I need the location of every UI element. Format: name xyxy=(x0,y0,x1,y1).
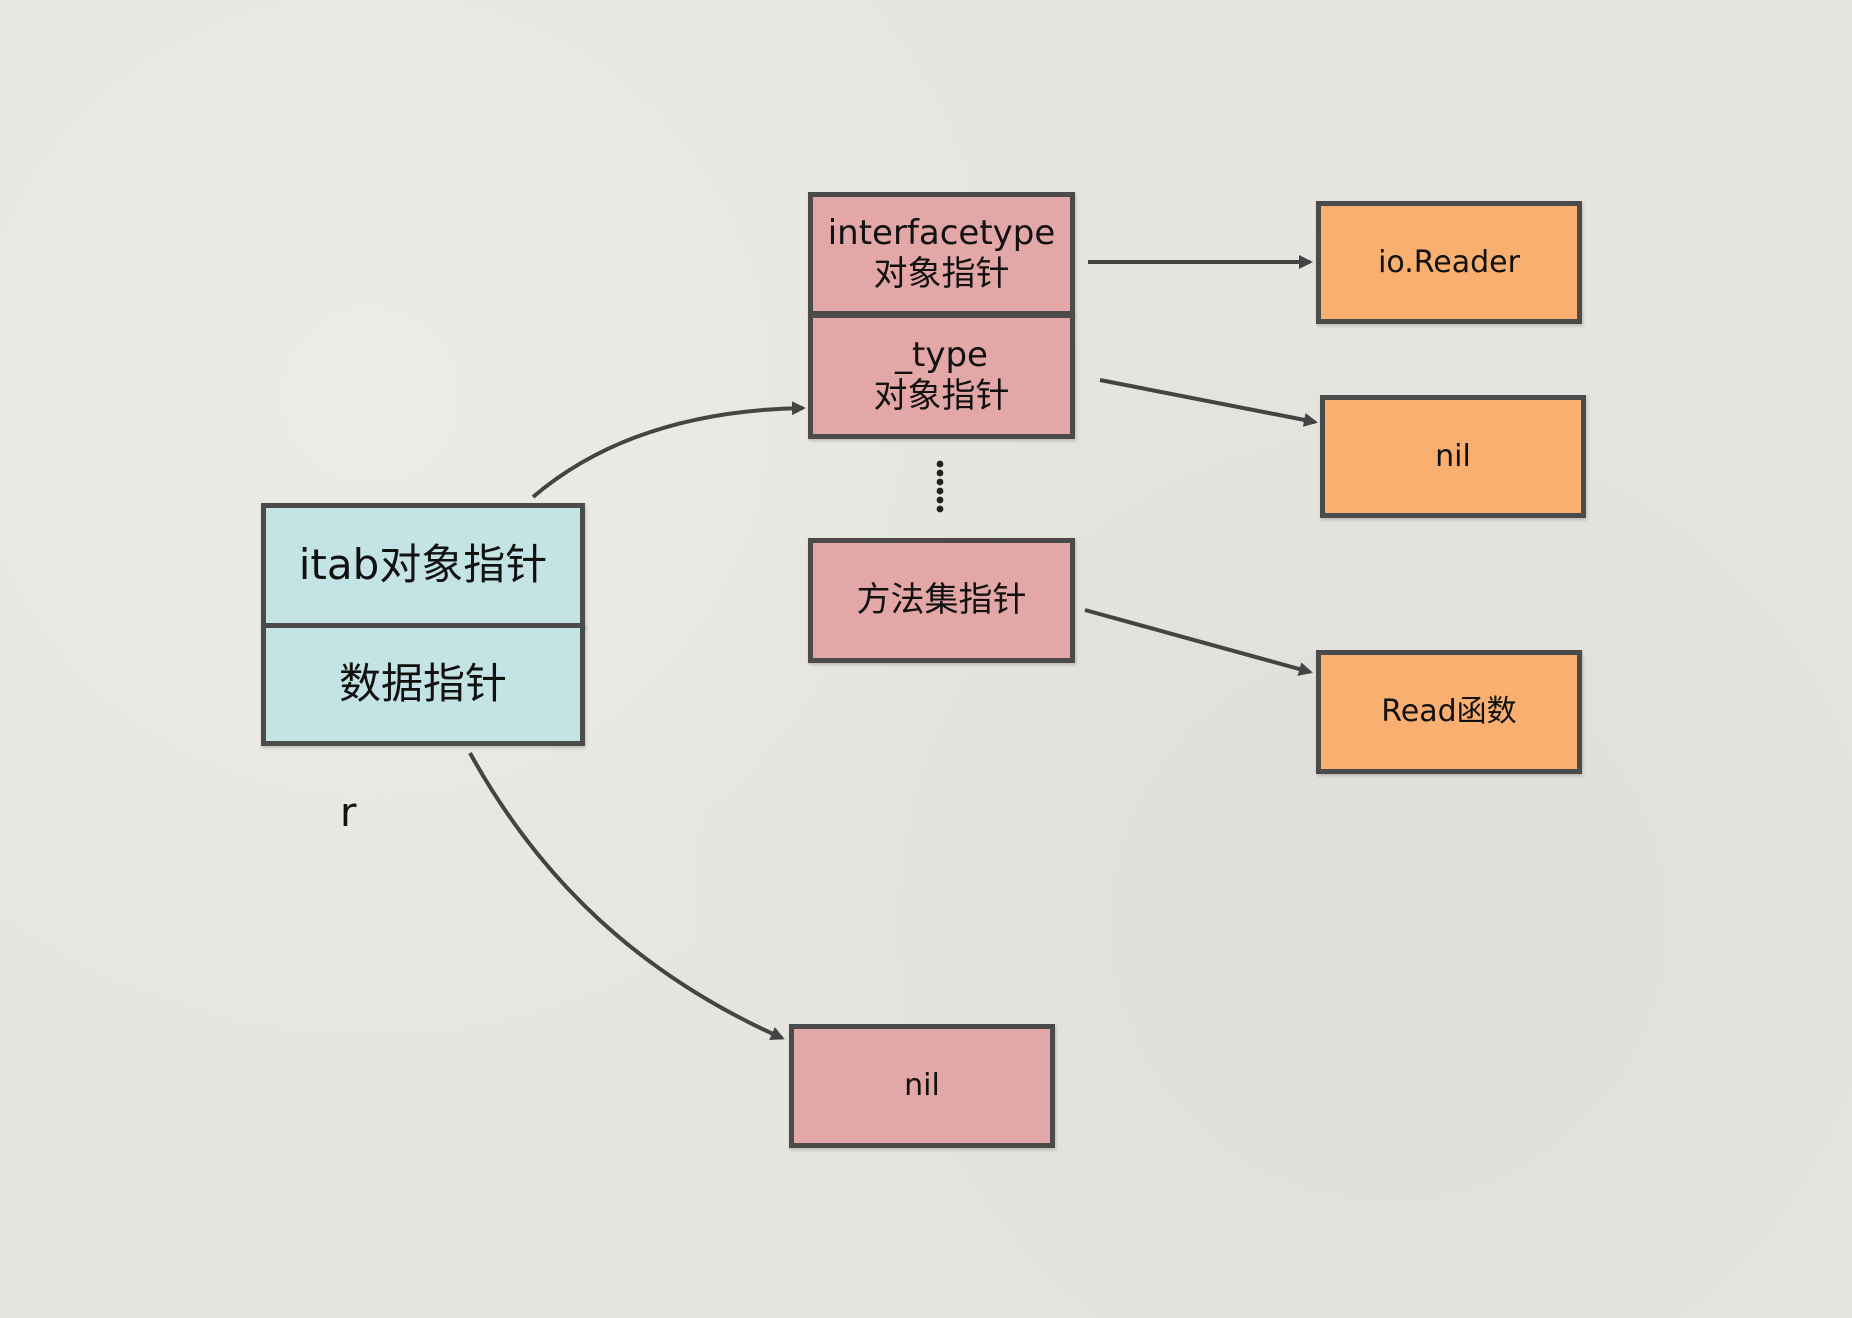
type-cell: _type 对象指针 xyxy=(808,313,1075,439)
data-nil-box: nil xyxy=(789,1024,1055,1148)
type-label: _type xyxy=(895,335,988,376)
arrow-methods-to-read-func xyxy=(1084,608,1313,676)
variable-label: r xyxy=(340,790,357,836)
ellipsis-dots xyxy=(936,460,944,513)
ellipsis-dot xyxy=(936,469,944,477)
ellipsis-dot xyxy=(936,505,944,513)
interfacetype-label: interfacetype xyxy=(827,213,1056,254)
type-pointer-label: 对象指针 xyxy=(873,376,1010,416)
method-set-label: 方法集指针 xyxy=(856,580,1027,621)
type-nil-box: nil xyxy=(1320,395,1586,518)
arrow-type-to-nil xyxy=(1099,378,1318,427)
data-pointer-label: 数据指针 xyxy=(338,659,507,709)
itab-pointer-label: itab对象指针 xyxy=(298,540,548,590)
arrow-data-to-nil xyxy=(468,752,785,1040)
itab-pointer-cell: itab对象指针 xyxy=(261,503,585,628)
io-reader-box: io.Reader xyxy=(1316,201,1582,324)
io-reader-label: io.Reader xyxy=(1378,244,1520,280)
interfacetype-pointer-label: 对象指针 xyxy=(873,254,1010,294)
arrow-itab-to-type xyxy=(531,401,806,499)
read-func-label: Read函数 xyxy=(1381,694,1517,729)
ellipsis-dot xyxy=(936,496,944,504)
ellipsis-dot xyxy=(936,460,944,468)
data-pointer-cell: 数据指针 xyxy=(261,623,585,746)
data-nil-label: nil xyxy=(904,1068,940,1103)
method-set-cell: 方法集指针 xyxy=(808,538,1075,663)
type-nil-label: nil xyxy=(1435,438,1471,474)
ellipsis-dot xyxy=(936,478,944,486)
interfacetype-cell: interfacetype 对象指针 xyxy=(808,192,1075,316)
read-func-box: Read函数 xyxy=(1316,650,1582,774)
ellipsis-dot xyxy=(936,487,944,495)
